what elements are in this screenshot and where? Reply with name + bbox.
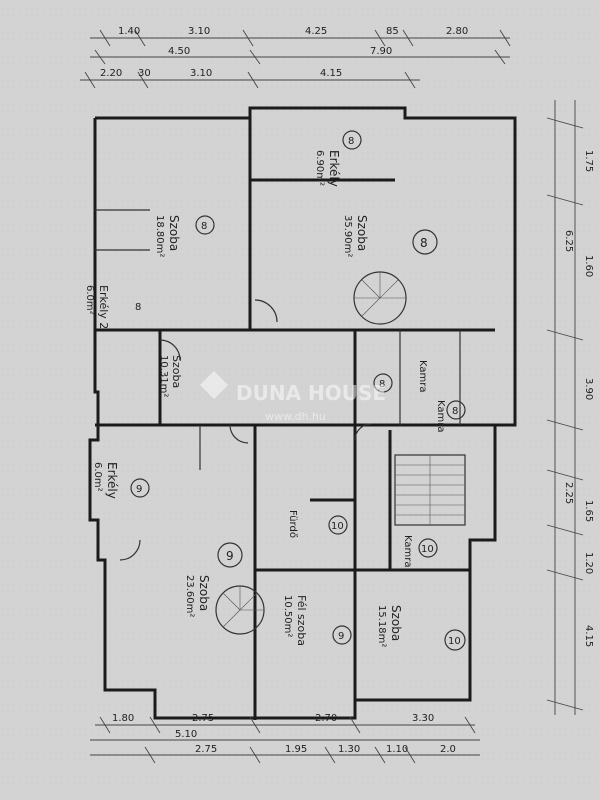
dim-top-3: 4.25 [305,26,327,37]
dim-bottom-3: 2.70 [315,713,337,724]
dim-bottom-9: 1.10 [386,744,408,755]
room-name: Szoba [170,355,183,388]
room-name: Fürdő [287,510,299,538]
dim-top-5: 2.80 [446,26,468,37]
room-szoba-upper-left: Szoba 18.80m² [154,215,181,257]
interior-walls [95,118,495,720]
top-dimension-row-2: 4.50 7.90 [168,46,392,57]
room-name: Erkély [327,150,341,187]
room-erkely-2: Erkély 2 6.0m² [84,285,110,329]
room-number: 8 [420,236,428,250]
room-area: 23.60m² [184,575,195,617]
room-area: 6.90m² [314,150,325,186]
dim-right-4: 3.90 [583,378,594,400]
room-labels: Erkély 6.90m² 8 Szoba 18.80m² 8 Szoba 35… [84,130,466,651]
top-dimension-row-3: 2.20 30 3.10 4.15 [100,68,342,79]
room-number: 10 [448,636,461,647]
straight-staircase [394,454,466,526]
dim-bottom-8: 1.30 [338,744,360,755]
dim-bottom-2: 2.75 [192,713,214,724]
room-number: 8 [135,302,141,313]
bottom-dimension-lines [90,716,480,764]
dim-bottom-10: 2.0 [440,744,456,755]
dim-right-2: 6.25 [563,230,574,252]
room-szoba-upper-right: Szoba 35.90m² [342,215,369,257]
room-szoba-lower-right: Szoba 15.18m² [376,605,403,647]
dim-right-8: 4.15 [583,625,594,647]
dim-right-5: 2.25 [563,482,574,504]
door-swings [119,299,372,561]
room-number: 8 [452,406,458,417]
room-szoba-lower-left: Szoba 23.60m² [184,575,211,617]
room-area: 15.18m² [376,605,387,647]
duna-house-logo-icon [200,371,228,399]
watermark-brand: DUNA HOUSE [236,381,386,405]
dim-top-10: 3.10 [190,68,212,79]
room-area: 35.90m² [342,215,353,257]
dim-right-6: 1.65 [583,500,594,522]
room-number: 8 [201,221,207,232]
dim-top-2: 3.10 [188,26,210,37]
room-number: 9 [136,484,142,495]
top-dimension-lines [80,29,511,89]
spiral-stair-lower [215,585,265,635]
room-name: Erkély 2 [97,285,110,329]
dim-top-1: 1.40 [118,26,140,37]
room-name: Szoba [197,575,211,611]
room-number: 10 [421,544,434,555]
room-name: Erkély [105,462,119,499]
dim-bottom-5: 5.10 [175,729,197,740]
dim-top-9: 30 [138,68,151,79]
room-name: Szoba [167,215,181,251]
right-dimension-lines [546,100,584,715]
room-area: 6.0m² [84,285,95,315]
dim-right-1: 1.75 [583,150,594,172]
dim-top-11: 4.15 [320,68,342,79]
room-name: Szoba [389,605,403,641]
bottom-dimension-labels: 1.80 2.75 2.70 3.30 5.10 2.75 1.95 1.30 … [112,713,456,755]
room-number: 9 [338,631,344,642]
room-fel-szoba: Fél szoba 10.50m² [282,595,308,646]
room-kamra-1: Kamra [417,360,428,393]
dim-bottom-1: 1.80 [112,713,134,724]
spiral-stair-upper [353,271,407,325]
room-erkely-top: Erkély 6.90m² [314,150,341,187]
room-number: 8 [348,136,354,147]
room-kamra-3: Kamra [402,535,413,568]
room-name: Szoba [355,215,369,251]
room-number: 10 [331,521,344,532]
outer-walls [88,106,517,720]
room-area: 6.0m² [92,462,103,492]
watermark: DUNA HOUSE www.dh.hu [200,371,386,423]
room-area: 18.80m² [154,215,165,257]
dim-bottom-7: 1.95 [285,744,307,755]
room-szoba-middle-left: Szoba 10.31m² [158,355,183,397]
room-erkely-lower: Erkély 6.0m² [92,462,119,499]
dim-top-6: 4.50 [168,46,190,57]
room-furdo: Fürdő [287,510,299,538]
room-name: Fél szoba [295,595,308,646]
room-name: Kamra [435,400,446,433]
top-dimension-row-1: 1.40 3.10 4.25 85 2.80 [118,26,468,37]
room-name: Kamra [402,535,413,568]
dim-top-4: 85 [386,26,399,37]
room-area: 10.50m² [282,595,293,637]
dim-top-8: 2.20 [100,68,122,79]
room-kamra-2: Kamra [435,400,446,433]
dim-top-7: 7.90 [370,46,392,57]
room-area: 10.31m² [158,355,169,397]
watermark-url: www.dh.hu [265,410,326,423]
dim-bottom-6: 2.75 [195,744,217,755]
dim-right-7: 1.20 [583,552,594,574]
dim-bottom-4: 3.30 [412,713,434,724]
room-number: 9 [226,549,234,563]
room-name: Kamra [417,360,428,393]
dim-right-3: 1.60 [583,255,594,277]
room-number: 8 [379,379,385,390]
right-dimension-labels: 1.75 6.25 1.60 3.90 2.25 1.65 1.20 4.15 [563,150,594,647]
